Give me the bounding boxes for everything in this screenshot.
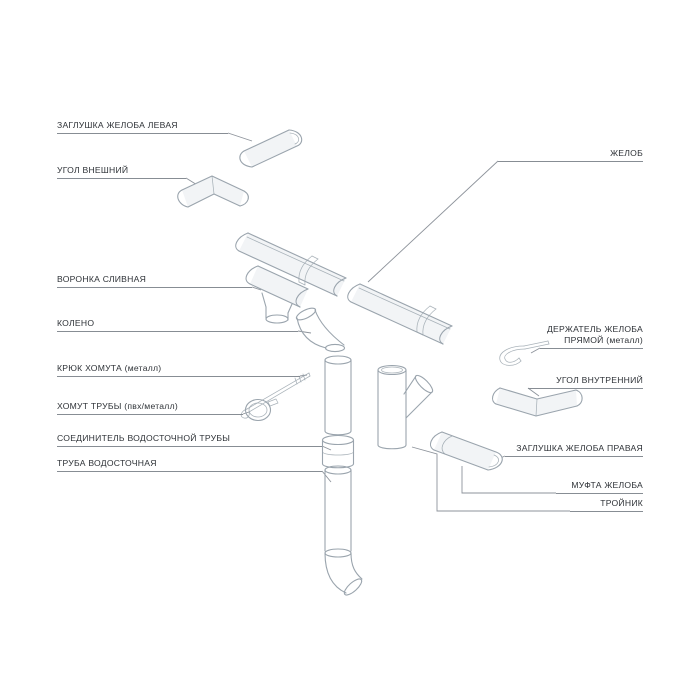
tee-part xyxy=(377,364,434,450)
gutter-bracket-strap-1 xyxy=(298,255,319,286)
label-elbow: КОЛЕНО xyxy=(57,318,298,333)
label-inner-corner: УГОЛ ВНУТРЕННИЙ xyxy=(528,375,643,390)
downpipe-section-1 xyxy=(324,355,352,436)
gutter-left-end-cap-part xyxy=(239,129,303,168)
gutter-section-b xyxy=(347,283,453,345)
inner-corner-part xyxy=(491,387,583,417)
leader-lines xyxy=(185,132,570,512)
outlet-elbow-part xyxy=(324,548,363,596)
pipe-connector-part xyxy=(321,434,355,469)
clamp-hook-part xyxy=(240,372,311,419)
label-gutter: ЖЕЛОБ xyxy=(498,148,643,163)
label-outer-corner: УГОЛ ВНЕШНИЙ xyxy=(57,165,186,180)
gutter-section-a xyxy=(235,232,347,297)
label-pipe-connector: СОЕДИНИТЕЛЬ ВОДОСТОЧНОЙ ТРУБЫ xyxy=(57,433,322,448)
gutter-holder-part xyxy=(499,340,550,366)
label-downpipe: ТРУБА ВОДОСТОЧНАЯ xyxy=(57,458,322,473)
elbow-part xyxy=(295,307,346,353)
label-clamp-hook: КРЮК ХОМУТА (металл) xyxy=(57,363,300,378)
pipe-clamp-part xyxy=(244,398,279,422)
label-gutter-coupling: МУФТА ЖЕЛОБА xyxy=(556,480,643,495)
gutter-bracket-strap-2 xyxy=(416,305,437,336)
label-gutter-end-cap-left: ЗАГЛУШКА ЖЕЛОБА ЛЕВАЯ xyxy=(57,120,228,135)
label-tee: ТРОЙНИК xyxy=(570,498,643,513)
label-drain-funnel: ВОРОНКА СЛИВНАЯ xyxy=(57,274,252,289)
downpipe-section-2 xyxy=(324,465,352,552)
gutter-coupling-and-right-cap xyxy=(430,431,503,471)
label-gutter-holder: ДЕРЖАТЕЛЬ ЖЕЛОБА ПРЯМОЙ (металл) xyxy=(540,324,643,350)
label-gutter-end-cap-right: ЗАГЛУШКА ЖЕЛОБА ПРАВАЯ xyxy=(505,443,643,458)
drain-funnel-part xyxy=(245,265,309,324)
outer-corner-part xyxy=(177,175,249,208)
label-pipe-clamp: ХОМУТ ТРУБЫ (пвх/металл) xyxy=(57,401,243,416)
